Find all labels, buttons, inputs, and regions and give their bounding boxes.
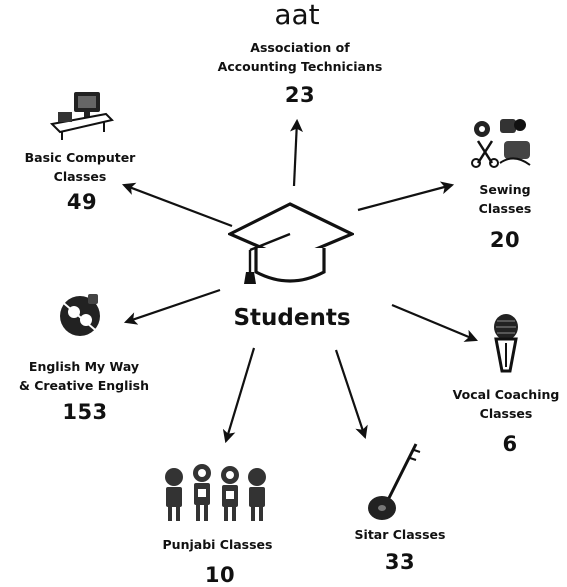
punjabi-label: Punjabi Classes — [162, 537, 273, 552]
english-label: English My Way & Creative English — [10, 357, 158, 395]
computer-count: 49 — [66, 190, 98, 214]
aat-label: Association of Accounting Technicians — [180, 38, 420, 76]
aat-label-line-2: Accounting Technicians — [217, 59, 383, 74]
sewing-label-line-2: Classes — [478, 201, 532, 216]
computer-desk-icon — [48, 90, 114, 140]
vocal-label: Vocal Coaching Classes — [445, 385, 567, 423]
arrow-to-sitar — [334, 349, 368, 440]
sewing-count: 20 — [489, 228, 521, 252]
sewing-label-line-1: Sewing — [479, 182, 531, 197]
microphone-icon — [488, 313, 524, 377]
aat-logo: aat — [274, 0, 320, 31]
arrow-to-vocal — [391, 303, 478, 342]
computer-label-line-2: Classes — [53, 169, 107, 184]
computer-label: Basic Computer Classes — [15, 148, 145, 186]
punjabi-count: 10 — [204, 563, 236, 587]
arrow-to-english — [123, 288, 221, 325]
english-label-line-2: & Creative English — [18, 378, 150, 393]
aat-count: 23 — [284, 83, 316, 107]
english-label-line-1: English My Way — [28, 359, 140, 374]
sitar-label: Sitar Classes — [354, 527, 446, 542]
vocal-count: 6 — [502, 432, 518, 456]
english-count: 153 — [62, 400, 108, 424]
punjabi-letters-icon — [160, 455, 272, 525]
arrow-to-punjabi — [222, 347, 256, 444]
aat-label-line-1: Association of — [250, 40, 350, 55]
graduation-cap-icon — [228, 200, 354, 288]
vocal-label-line-2: Classes — [479, 406, 533, 421]
sitar-icon — [366, 442, 426, 524]
arrow-to-computer — [121, 182, 233, 228]
vocal-label-line-1: Vocal Coaching — [452, 387, 560, 402]
arrow-to-sewing — [357, 181, 455, 212]
english-books-icon — [54, 290, 108, 340]
sewing-tools-icon — [470, 115, 534, 169]
sewing-label: Sewing Classes — [460, 180, 550, 218]
computer-label-line-1: Basic Computer — [24, 150, 136, 165]
arrow-to-aat — [290, 118, 303, 187]
sitar-count: 33 — [384, 550, 416, 574]
center-title: Students — [233, 305, 351, 331]
